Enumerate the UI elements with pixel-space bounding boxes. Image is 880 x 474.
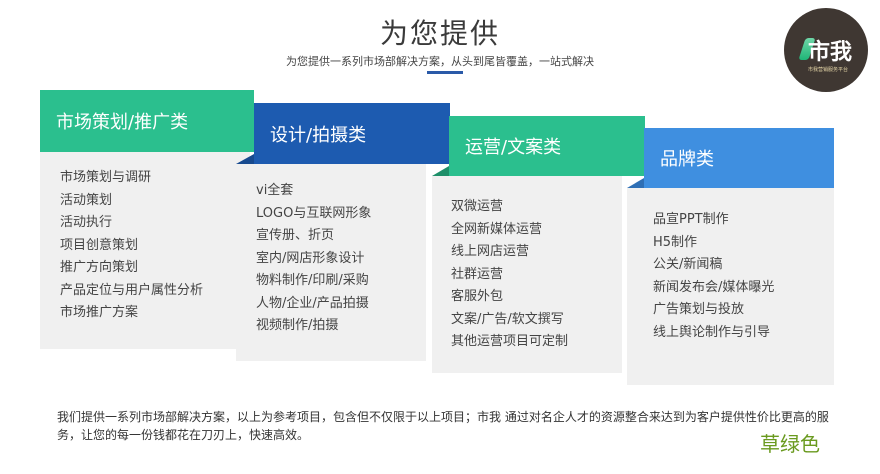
card-title: 设计/拍摄类 [270,124,367,146]
list-item: 其他运营项目可定制 [451,334,569,349]
color-note: 草绿色 [760,432,820,456]
list-item: 活动策划 [60,192,113,208]
logo-text: 市我 [808,39,853,65]
logo-subtext: 市我营销服务平台 [807,67,848,73]
list-item: H5制作 [653,234,698,250]
list-item: 室内/网店形象设计 [256,250,365,266]
list-item: 人物/企业/产品拍摄 [256,295,369,311]
list-item: 项目创意策划 [60,237,139,253]
list-item: 活动执行 [60,215,113,230]
card-fold-shadow [236,154,254,164]
card-title: 品牌类 [660,149,714,170]
card-title: 运营/文案类 [465,137,562,158]
list-item: 品宣PPT制作 [653,212,729,227]
list-item: 物料制作/印刷/采购 [256,273,369,288]
list-item: 市场推广方案 [60,305,139,320]
list-item: 市场策划与调研 [60,170,152,185]
list-item: 广告策划与投放 [653,302,745,317]
list-item: 公关/新闻稿 [653,257,723,272]
list-item: 双微运营 [451,199,504,214]
list-item: 社群运营 [451,266,504,282]
list-item: 宣传册、折页 [256,228,335,243]
card-header-brand: 品牌类 [644,128,834,188]
card-header-operations: 运营/文案类 [449,116,645,176]
service-card-design [236,164,426,361]
list-item: 线上舆论制作与引导 [653,324,771,340]
title-underline [427,71,463,74]
page-subtitle: 为您提供一系列市场部解决方案，从头到尾皆覆盖，一站式解决 [286,55,594,68]
service-card-operations [432,176,622,373]
card-item-list: 品宣PPT制作 H5制作 公关/新闻稿 新闻发布会/媒体曝光 广告策划与投放 线… [653,209,774,344]
card-header-design: 设计/拍摄类 [254,103,450,164]
card-item-list: vi全套 LOGO与互联网形象 宣传册、折页 室内/网店形象设计 物料制作/印刷… [256,180,371,338]
page-title: 为您提供 [379,17,500,50]
footer-description: 我们提供一系列市场部解决方案，以上为参考项目，包含但不仅限于以上项目；市我 通过… [57,410,829,442]
list-item: vi全套 [256,183,294,198]
service-card-brand [627,188,834,385]
card-fold-shadow [627,178,644,188]
brand-logo: 市我 市我营销服务平台 [784,8,868,92]
list-item: LOGO与互联网形象 [256,205,372,221]
list-item: 产品定位与用户属性分析 [60,282,204,298]
card-item-list: 市场策划与调研 活动策划 活动执行 项目创意策划 推广方向策划 产品定位与用户属… [60,167,203,325]
list-item: 客服外包 [451,289,504,304]
card-fold-shadow [432,166,449,176]
card-item-list: 双微运营 全网新媒体运营 线上网店运营 社群运营 客服外包 文案/广告/软文撰写… [451,196,568,354]
service-card-marketing [40,152,250,349]
card-title: 市场策划/推广类 [56,112,189,133]
list-item: 全网新媒体运营 [451,221,543,237]
card-header-marketing: 市场策划/推广类 [40,90,254,152]
list-item: 视频制作/拍摄 [256,318,339,333]
list-item: 文案/广告/软文撰写 [451,311,564,327]
list-item: 线上网店运营 [451,244,530,259]
list-item: 新闻发布会/媒体曝光 [653,279,775,295]
list-item: 推广方向策划 [60,260,139,275]
